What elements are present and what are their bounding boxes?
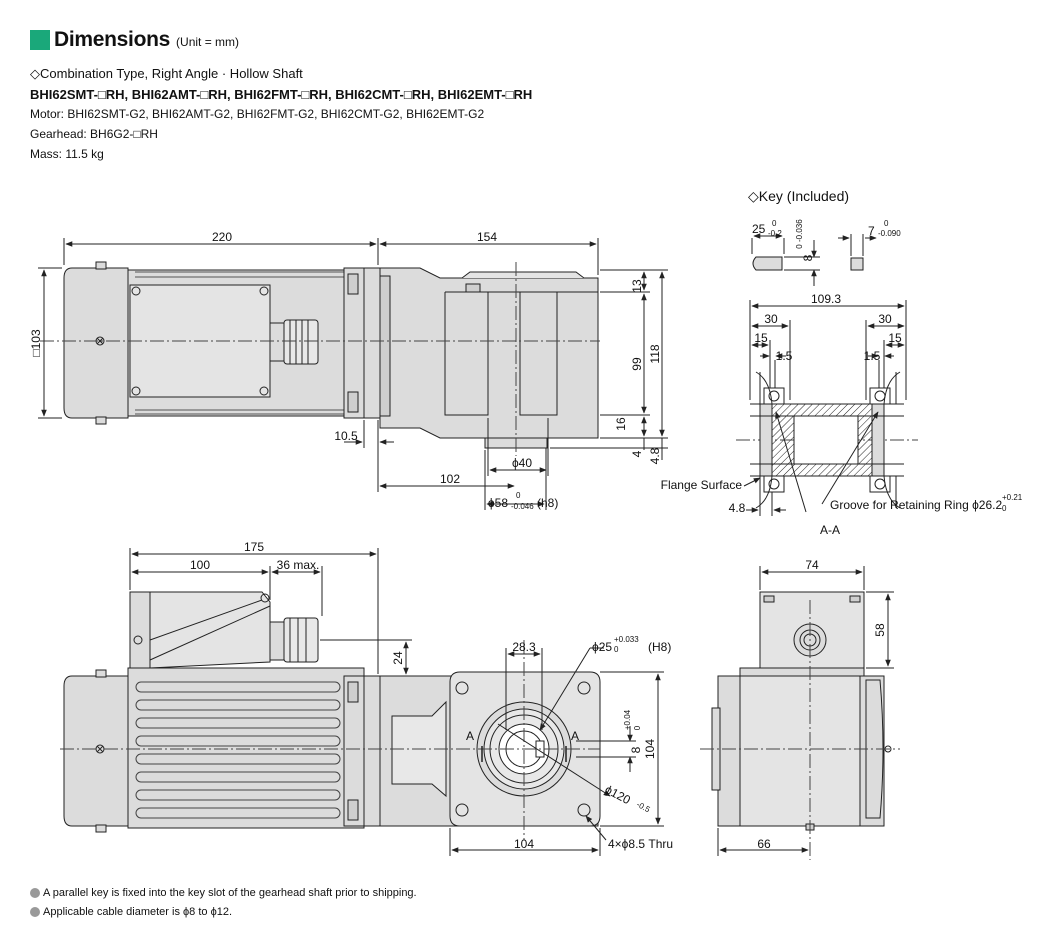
dim-phi25: ϕ25 [592, 640, 612, 654]
section-marker-icon [30, 30, 50, 50]
dim-8: 8 [629, 746, 643, 753]
dim-102: 102 [440, 472, 460, 486]
dim-58: 58 [873, 623, 887, 637]
dim-16: 16 [614, 417, 628, 431]
key-width-tol-lower: -0.090 [878, 229, 901, 238]
dim-4: 4 [630, 450, 644, 457]
dim-phi40: ϕ40 [512, 456, 532, 470]
bullet-icon [30, 907, 40, 917]
sec-dim-1-5-left: 1.5 [776, 349, 793, 363]
sec-dim-15-right: 15 [888, 331, 902, 345]
groove-label: Groove for Retaining Ring ϕ26.2 [830, 498, 1002, 512]
section-header: Dimensions (Unit = mm) [30, 28, 239, 52]
key-width: 7 [868, 224, 875, 238]
tol-phi25-lower: 0 [614, 645, 619, 654]
unit-label: (Unit = mm) [176, 35, 240, 49]
flange-label: Flange Surface [661, 478, 743, 492]
dim-220: 220 [212, 230, 232, 244]
front-view [60, 548, 664, 856]
dim-phi58: ϕ58 [488, 496, 508, 510]
dim-74: 74 [805, 558, 819, 572]
note-1-text: A parallel key is fixed into the key slo… [43, 887, 417, 899]
top-view [38, 238, 668, 510]
dim-103: □103 [29, 329, 43, 357]
dim-phi120: ϕ120 [603, 782, 633, 807]
page-title: Dimensions [54, 28, 171, 51]
motor-info: Motor: BHI62SMT-G2, BHI62AMT-G2, BHI62FM… [30, 107, 485, 121]
tol-phi58-lower: -0.046 [511, 502, 534, 511]
key-len: 25 [752, 222, 766, 236]
dim-154: 154 [477, 230, 497, 244]
section-label: A-A [820, 523, 840, 537]
note-2: Applicable cable diameter is ϕ8 to ϕ12. [30, 906, 232, 918]
holes-label: 4×ϕ8.5 Thru [608, 837, 673, 851]
side-view [700, 566, 900, 860]
section-aa [736, 300, 918, 516]
key-len-tol-lower: -0.2 [768, 229, 782, 238]
dim-175: 175 [244, 540, 264, 554]
dim-100: 100 [190, 558, 210, 572]
gearhead-info: Gearhead: BH6G2-□RH [30, 127, 158, 141]
note-1: A parallel key is fixed into the key slo… [30, 887, 417, 899]
mass-info: Mass: 11.5 kg [30, 147, 104, 161]
groove-tol-lower: 0 [1002, 504, 1007, 513]
tol-phi25-upper: +0.033 [614, 635, 639, 644]
dim-99: 99 [630, 357, 644, 371]
tol-8-lower: 0 [633, 725, 642, 730]
product-type: ◇Combination Type, Right Angle · Hollow … [30, 66, 303, 81]
dim-10-5: 10.5 [334, 429, 358, 443]
sec-dim-1-5-right: 1.5 [864, 349, 881, 363]
dim-118: 118 [648, 344, 662, 363]
dim-104-v: 104 [643, 739, 657, 759]
dim-66: 66 [757, 837, 771, 851]
model-list: BHI62SMT-□RH, BHI62AMT-□RH, BHI62FMT-□RH… [30, 87, 533, 102]
dim-24: 24 [391, 651, 405, 665]
key-height-tol: 0 -0.036 [795, 219, 804, 249]
dim-4-8-top: 4.8 [648, 447, 662, 464]
key-len-tol-upper: 0 [772, 219, 777, 228]
tol-phi120: -0.5 [635, 800, 652, 815]
bullet-icon [30, 888, 40, 898]
key-height: 8 [801, 254, 815, 261]
tol-phi58-upper: 0 [516, 491, 521, 500]
dim-36-max: 36 max. [277, 558, 320, 572]
sec-dim-30-left: 30 [764, 312, 778, 326]
fit-phi58: (h8) [537, 496, 558, 510]
note-2-text: Applicable cable diameter is ϕ8 to ϕ12. [43, 906, 233, 918]
sec-dim-109-3: 109.3 [811, 292, 841, 306]
key-width-tol-upper: 0 [884, 219, 889, 228]
dim-28-3: 28.3 [512, 640, 536, 654]
fit-phi25: (H8) [648, 640, 671, 654]
sec-dim-30-right: 30 [878, 312, 892, 326]
section-mark-right: A [571, 729, 579, 743]
key-drawing [751, 233, 877, 286]
dim-13: 13 [630, 279, 644, 293]
sec-dim-15-left: 15 [754, 331, 768, 345]
tol-8-upper: +0.04 [623, 709, 632, 730]
key-title: ◇Key (Included) [748, 188, 849, 204]
dim-104-h: 104 [514, 837, 534, 851]
groove-tol-upper: +0.21 [1002, 493, 1023, 502]
sec-dim-4-8: 4.8 [729, 501, 746, 515]
section-mark-left: A [466, 729, 474, 743]
